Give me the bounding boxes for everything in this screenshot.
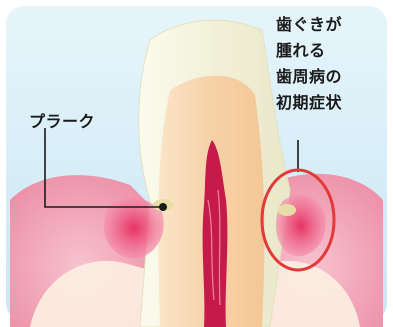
gingivitis-label-line-4: 初期症状: [276, 90, 342, 116]
gingivitis-label-line-1: 歯ぐきが: [276, 12, 342, 38]
plaque-label: プラーク: [29, 108, 95, 132]
plaque-deposit-right: [278, 204, 296, 216]
gingivitis-label-line-3: 歯周病の: [276, 64, 342, 90]
dot-marker-icon: [159, 203, 167, 211]
gingivitis-label: 歯ぐきが 腫れる 歯周病の 初期症状: [276, 12, 342, 116]
gingivitis-label-line-2: 腫れる: [276, 38, 342, 64]
